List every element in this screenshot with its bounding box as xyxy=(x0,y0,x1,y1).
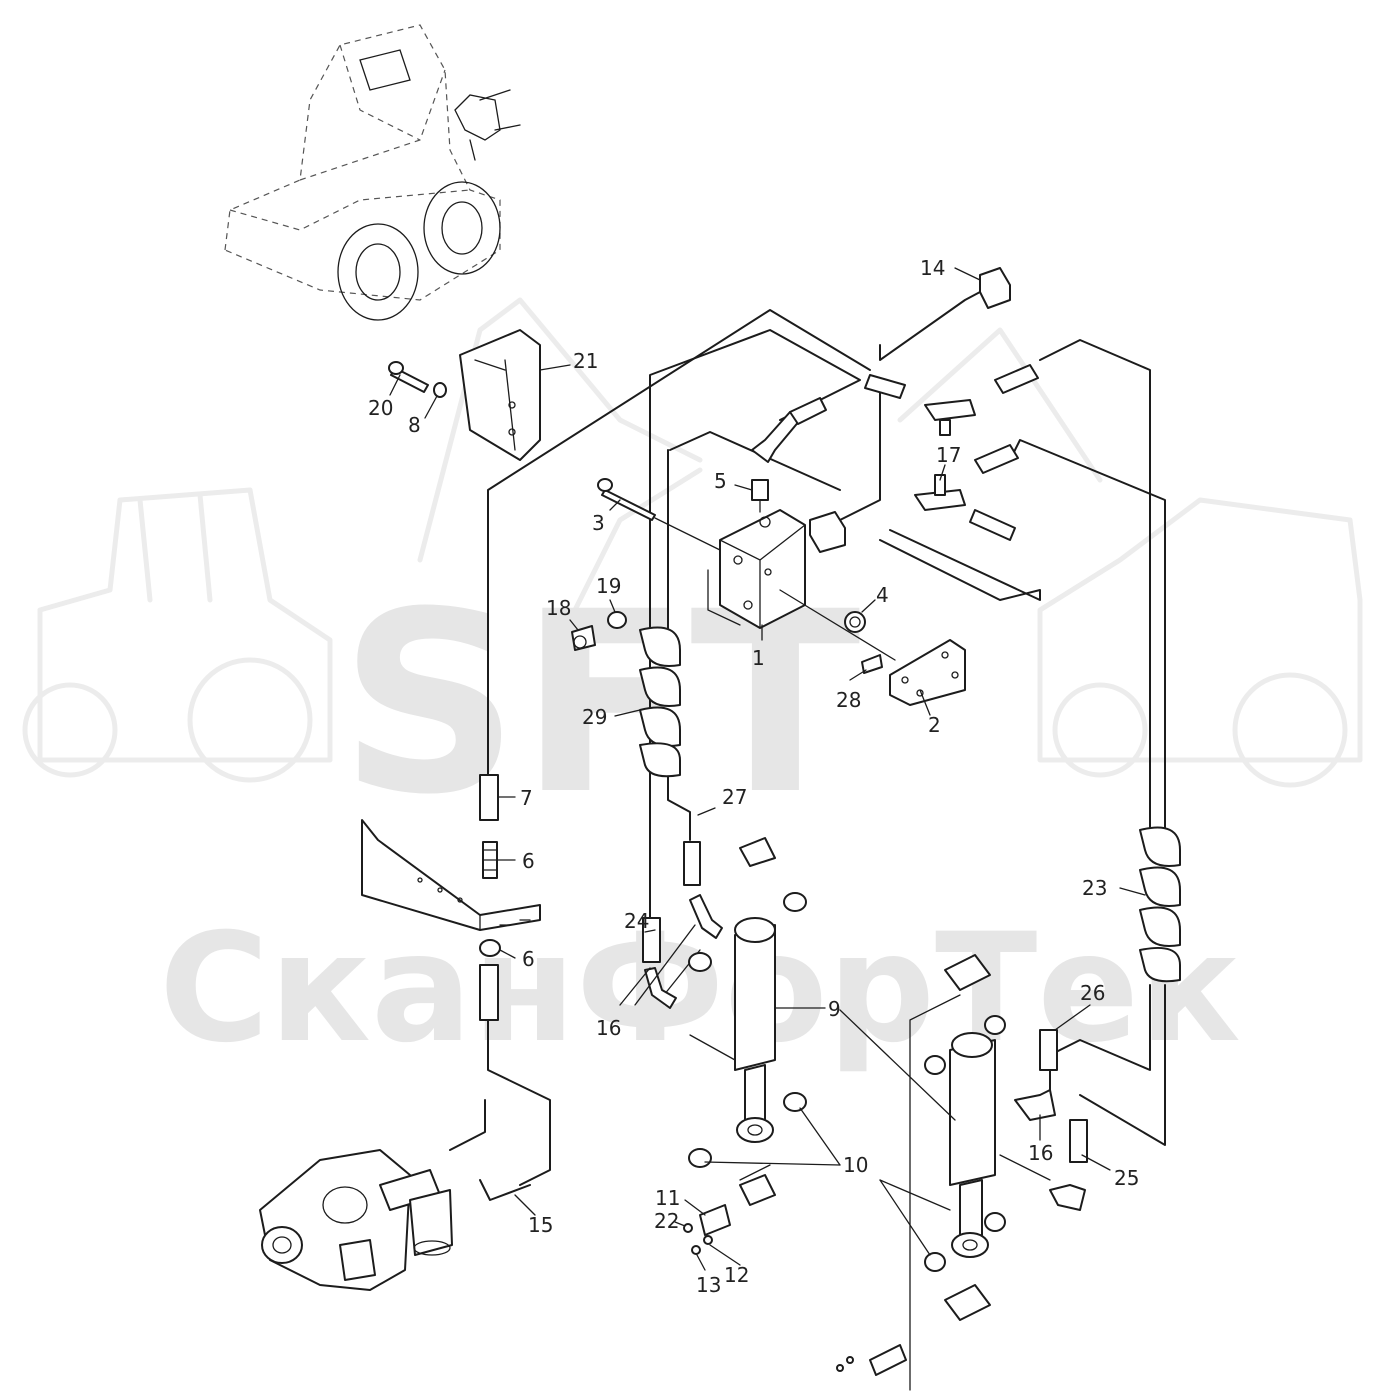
watermark-tractor-left-icon xyxy=(22,487,333,783)
adapter-6-upper xyxy=(482,841,498,879)
callout-25: 25 xyxy=(1114,1166,1139,1190)
leader-lines xyxy=(389,267,1146,1271)
bushing-4 xyxy=(844,611,866,633)
callout-16b: 16 xyxy=(1028,1141,1053,1165)
callout-20: 20 xyxy=(368,396,393,420)
callout-4: 4 xyxy=(876,583,889,607)
callout-5: 5 xyxy=(714,469,727,493)
tractor-inset-icon xyxy=(224,24,521,321)
callout-6a: 6 xyxy=(522,849,535,873)
callout-8: 8 xyxy=(408,413,421,437)
hose-end-27 xyxy=(683,841,701,886)
cylinder-left xyxy=(734,917,776,1143)
hose-end-26 xyxy=(1039,1029,1058,1071)
elbow-fitting xyxy=(751,397,827,463)
o-ring-19 xyxy=(607,611,627,629)
callout-29: 29 xyxy=(582,705,607,729)
callouts: 1 2 3 4 5 6 6 7 8 9 10 10 11 12 13 14 15… xyxy=(368,256,1139,1297)
bolt-20 xyxy=(388,361,429,393)
bolt-3 xyxy=(597,478,721,551)
callout-9: 9 xyxy=(828,997,841,1021)
clevis-parts xyxy=(739,837,991,1321)
screw-28 xyxy=(861,654,883,674)
callout-22: 22 xyxy=(654,1209,679,1233)
hose-end-7 xyxy=(479,774,499,1021)
nut-6-lower xyxy=(479,939,501,957)
washer-8 xyxy=(433,382,447,398)
washers-10 xyxy=(688,892,1006,1272)
small-hardware xyxy=(683,1223,854,1372)
elbows-16 xyxy=(644,894,1086,1211)
callout-12: 12 xyxy=(724,1263,749,1287)
callout-6b: 6 xyxy=(522,947,535,971)
hydraulic-pump xyxy=(259,1149,453,1291)
callout-26: 26 xyxy=(1080,981,1105,1005)
connector-14 xyxy=(809,267,1011,553)
callout-13: 13 xyxy=(696,1273,721,1297)
callout-17: 17 xyxy=(936,443,961,467)
valve-block xyxy=(707,509,806,629)
cylinder-right xyxy=(949,1032,996,1258)
callout-19: 19 xyxy=(596,574,621,598)
callout-2: 2 xyxy=(928,713,941,737)
callout-10a: 10 xyxy=(843,1153,868,1177)
cover-plate xyxy=(779,589,966,706)
callout-18: 18 xyxy=(546,596,571,620)
callout-7: 7 xyxy=(520,786,533,810)
watermark-crane-icon xyxy=(417,297,703,643)
watermark-harvester-right-icon xyxy=(897,327,1363,788)
callout-3: 3 xyxy=(592,511,605,535)
callout-14: 14 xyxy=(920,256,945,280)
callout-23: 23 xyxy=(1082,876,1107,900)
watermark: SFT СканФорТек xyxy=(22,297,1363,1076)
callout-28: 28 xyxy=(836,688,861,712)
hose-end-24 xyxy=(642,917,661,963)
callout-1: 1 xyxy=(752,646,765,670)
pin-11 xyxy=(699,1204,907,1376)
callout-11: 11 xyxy=(655,1186,680,1210)
callout-16a: 16 xyxy=(596,1016,621,1040)
callout-24: 24 xyxy=(624,909,649,933)
callout-21: 21 xyxy=(573,349,598,373)
hose-end-25 xyxy=(1069,1119,1088,1163)
plug-18 xyxy=(571,625,596,651)
watermark-brand-text: СканФорТек xyxy=(159,902,1241,1076)
callout-27: 27 xyxy=(722,785,747,809)
fitting-5 xyxy=(751,479,769,513)
callout-15: 15 xyxy=(528,1213,553,1237)
spiral-guard-29 xyxy=(639,626,681,778)
mounting-bracket xyxy=(361,819,541,931)
bracket-21 xyxy=(459,329,541,461)
hose-ends-right xyxy=(864,364,1039,541)
spiral-guard-23 xyxy=(1139,826,1181,983)
